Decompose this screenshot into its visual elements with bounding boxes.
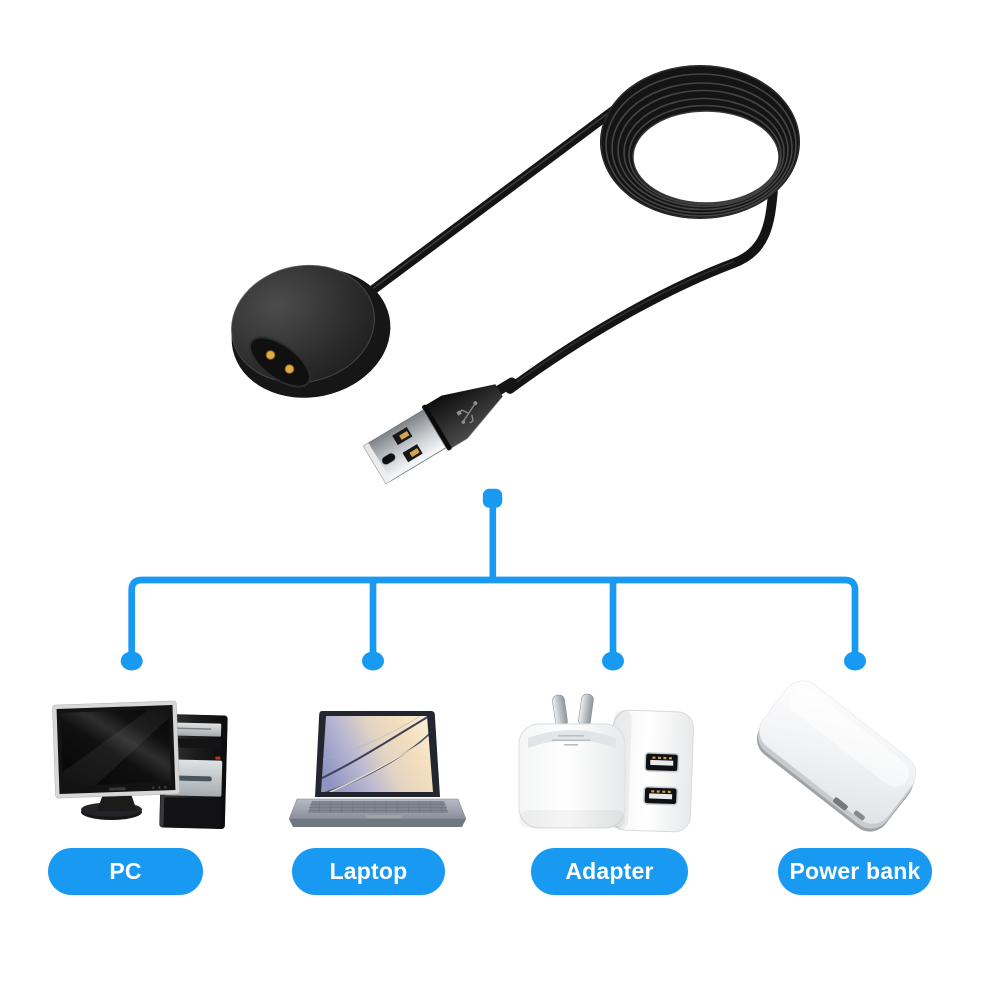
tree-branches <box>128 576 859 656</box>
cable-coil <box>600 65 800 219</box>
adapter-pill-label: Adapter <box>565 858 654 884</box>
adapter-front-charger <box>518 693 626 829</box>
tree-stem <box>489 504 497 582</box>
adapter-pill: Adapter <box>531 848 688 895</box>
laptop-front-edge <box>289 819 466 827</box>
cable-run-to-dock <box>349 82 650 309</box>
adapter-illustration <box>518 693 694 833</box>
laptop-illustration <box>288 711 467 827</box>
cable-run-to-plug <box>505 187 778 394</box>
pogo-pin-recess <box>249 336 311 388</box>
usb-trident-icon <box>456 401 478 424</box>
power-prong-left <box>552 694 568 728</box>
laptop-pill: Laptop <box>292 848 445 895</box>
pc-pill: PC <box>48 848 203 895</box>
endpoint-dot-power-bank <box>844 651 866 671</box>
laptop-trackpad <box>364 814 404 819</box>
power-bank-output-port <box>833 797 848 811</box>
laptop-keyboard <box>308 801 448 813</box>
endpoint-dot-adapter <box>602 651 624 671</box>
power-bank-pill: Power bank <box>778 848 932 895</box>
usb-a-plug <box>362 377 517 485</box>
adapter-back-charger <box>609 709 694 833</box>
usb-port-1 <box>644 752 680 773</box>
laptop-screen <box>321 716 433 792</box>
pc-monitor-stand <box>81 794 142 820</box>
endpoint-dot-pc <box>120 651 143 671</box>
endpoint-dot-laptop <box>362 651 384 671</box>
usb-port-2 <box>643 786 679 806</box>
power-bank-pill-label: Power bank <box>789 858 921 884</box>
pc-pill-label: PC <box>109 858 142 884</box>
connection-tree <box>120 488 866 671</box>
power-bank-input-port <box>853 810 865 821</box>
charging-cable-photo <box>231 65 800 485</box>
laptop-pill-label: Laptop <box>329 858 408 884</box>
power-prong-right <box>578 693 594 727</box>
pc-illustration <box>52 700 228 829</box>
tree-source-node <box>482 488 503 508</box>
pc-monitor <box>52 700 180 799</box>
power-bank-illustration <box>756 680 917 832</box>
magnetic-charging-dock <box>231 264 391 398</box>
